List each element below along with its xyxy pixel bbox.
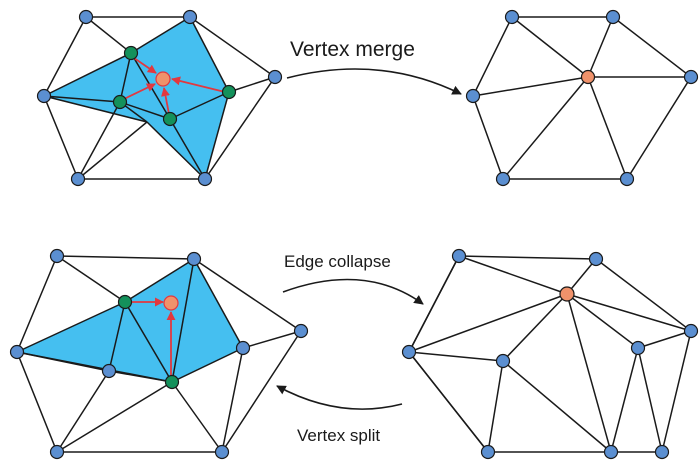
vertex [588,251,604,267]
merged-vertex [123,45,139,61]
vertex [70,171,86,187]
mesh-vertices [9,248,309,460]
merge-arrows [123,57,226,115]
vertex [401,344,417,360]
vertex-merge-arrow [286,68,462,95]
vertex [49,444,65,460]
vertex [293,323,309,339]
vertex [78,9,94,25]
mesh-before-edge-collapse [9,248,309,460]
highlight-region [17,259,243,382]
merged-vertex [221,84,237,100]
vertex [480,444,496,460]
mesh-after-vertex-merge [465,9,699,187]
merged-vertex [112,94,128,110]
collapse-edge-vertex [117,294,133,310]
vertex [267,69,283,85]
vertex [235,340,251,356]
vertex [465,88,481,104]
vertex [495,171,511,187]
vertex [495,353,511,369]
vertex [186,251,202,267]
edge-collapse-label: Edge collapse [284,252,391,271]
mesh-after-edge-collapse [401,248,699,460]
vertex-split-label: Vertex split [297,426,380,445]
edge-collapse-arrow [282,278,424,305]
merged-vertex [162,111,178,127]
collapse-edge-vertex [164,374,180,390]
merged-vertex [580,69,596,85]
vertex [654,444,670,460]
vertex [9,344,25,360]
vertex [197,171,213,187]
vertex [214,444,230,460]
target-vertex [163,295,179,311]
highlight-region [44,17,229,179]
vertex [36,88,52,104]
vertex [683,69,699,85]
vertex [603,444,619,460]
mesh-edges [472,16,692,180]
collapsed-vertex [559,286,575,302]
vertex [451,248,467,264]
collapse-arrows [129,297,176,377]
vertex [182,9,198,25]
vertex [683,323,699,339]
vertex-split-arrow [276,385,403,410]
vertex [49,248,65,264]
vertex [504,9,520,25]
mesh-before-vertex-merge [36,9,283,187]
mesh-vertices [36,9,283,187]
vertex [630,340,646,356]
vertex [101,363,117,379]
vertex [619,171,635,187]
target-vertex [155,71,171,87]
mesh-vertices [401,248,699,460]
mesh-edges [408,255,692,453]
vertex [605,9,621,25]
vertex-merge-label: Vertex merge [290,38,415,61]
mesh-vertices [465,9,699,187]
